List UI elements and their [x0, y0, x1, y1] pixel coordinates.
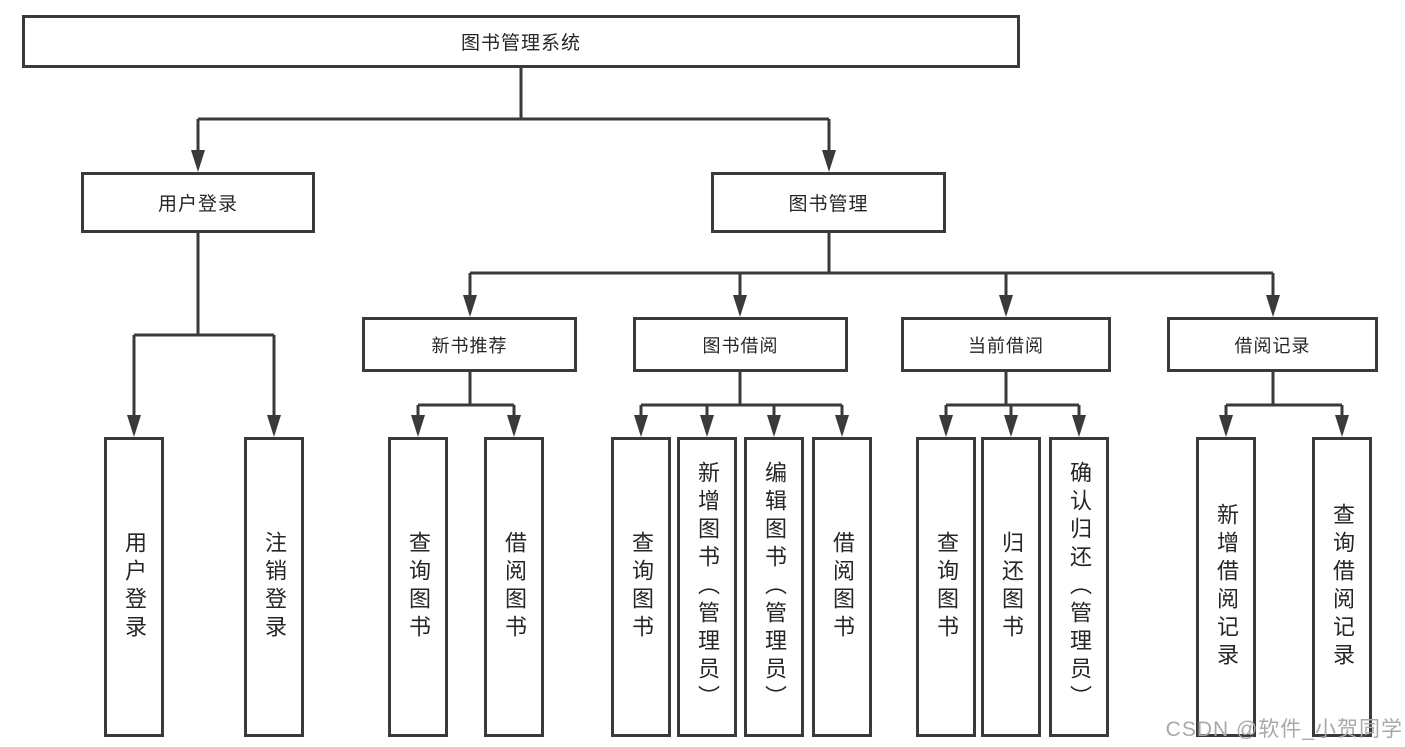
node-label: 用户登录 — [122, 531, 147, 643]
node-label: 注销登录 — [262, 531, 287, 643]
node-label: 确认归还（管理员） — [1067, 461, 1092, 713]
arrowhead — [1004, 415, 1018, 437]
node-label: 当前借阅 — [968, 335, 1044, 356]
arrowhead — [1072, 415, 1086, 437]
leaf-query-borrow-record: 查询借阅记录 — [1312, 437, 1372, 737]
leaf-query-books-borrow: 查询图书 — [611, 437, 671, 737]
connector-new-book-split — [416, 372, 516, 418]
node-label: 查询图书 — [406, 531, 431, 643]
node-label: 新书推荐 — [431, 335, 508, 356]
connector-book-mgmt-split — [468, 233, 1275, 298]
leaf-edit-books-admin: 编辑图书（管理员） — [744, 437, 804, 737]
arrowhead — [1335, 415, 1349, 437]
node-book-borrowing: 图书借阅 — [633, 317, 848, 372]
node-label: 新增图书（管理员） — [695, 461, 720, 713]
leaf-logout: 注销登录 — [244, 437, 304, 737]
connector-book-borrow-split — [639, 372, 844, 418]
connector-root-split — [196, 68, 831, 153]
node-label: 查询图书 — [629, 531, 654, 643]
node-label: 新增借阅记录 — [1214, 503, 1239, 671]
node-label: 查询借阅记录 — [1330, 503, 1355, 671]
node-label: 借阅记录 — [1234, 335, 1311, 356]
node-borrowing-records: 借阅记录 — [1167, 317, 1378, 372]
node-current-borrowing: 当前借阅 — [901, 317, 1111, 372]
leaf-user-login: 用户登录 — [104, 437, 164, 737]
arrowhead — [463, 295, 477, 317]
leaf-query-books-current: 查询图书 — [916, 437, 976, 737]
node-label: 用户登录 — [157, 194, 238, 215]
arrowhead — [634, 415, 648, 437]
connector-borrow-records-split — [1224, 372, 1344, 418]
arrowhead — [411, 415, 425, 437]
arrowhead — [733, 295, 747, 317]
leaf-borrow-books: 借阅图书 — [812, 437, 872, 737]
node-root-system: 图书管理系统 — [22, 15, 1020, 68]
leaf-return-books: 归还图书 — [981, 437, 1041, 737]
leaf-add-books-admin: 新增图书（管理员） — [677, 437, 737, 737]
node-book-management: 图书管理 — [711, 172, 946, 233]
arrowhead — [835, 415, 849, 437]
arrowhead — [1266, 295, 1280, 317]
arrowhead — [267, 415, 281, 437]
node-label: 归还图书 — [999, 531, 1024, 643]
csdn-watermark: CSDN @软件_小贺同学 — [1165, 718, 1403, 741]
leaf-query-books-recommend: 查询图书 — [388, 437, 448, 737]
arrowhead — [1219, 415, 1233, 437]
arrowhead — [939, 415, 953, 437]
node-label: 图书管理 — [788, 194, 869, 215]
arrowhead — [822, 150, 836, 172]
connector-current-borrow-split — [944, 372, 1081, 418]
leaf-confirm-return-admin: 确认归还（管理员） — [1049, 437, 1109, 737]
node-label: 借阅图书 — [830, 531, 855, 643]
arrowhead — [700, 415, 714, 437]
node-label: 图书管理系统 — [460, 33, 581, 54]
arrowhead — [127, 415, 141, 437]
node-label: 借阅图书 — [502, 531, 527, 643]
node-label: 查询图书 — [934, 531, 959, 643]
leaf-borrow-books-recommend: 借阅图书 — [484, 437, 544, 737]
connector-user-login-split — [132, 233, 276, 418]
leaf-add-borrow-record: 新增借阅记录 — [1196, 437, 1256, 737]
arrowhead — [999, 295, 1013, 317]
node-label: 编辑图书（管理员） — [762, 461, 787, 713]
arrowhead — [507, 415, 521, 437]
arrowhead — [767, 415, 781, 437]
node-new-book-recommend: 新书推荐 — [362, 317, 577, 372]
arrowhead — [191, 150, 205, 172]
node-label: 图书借阅 — [702, 335, 779, 356]
node-user-login: 用户登录 — [81, 172, 315, 233]
